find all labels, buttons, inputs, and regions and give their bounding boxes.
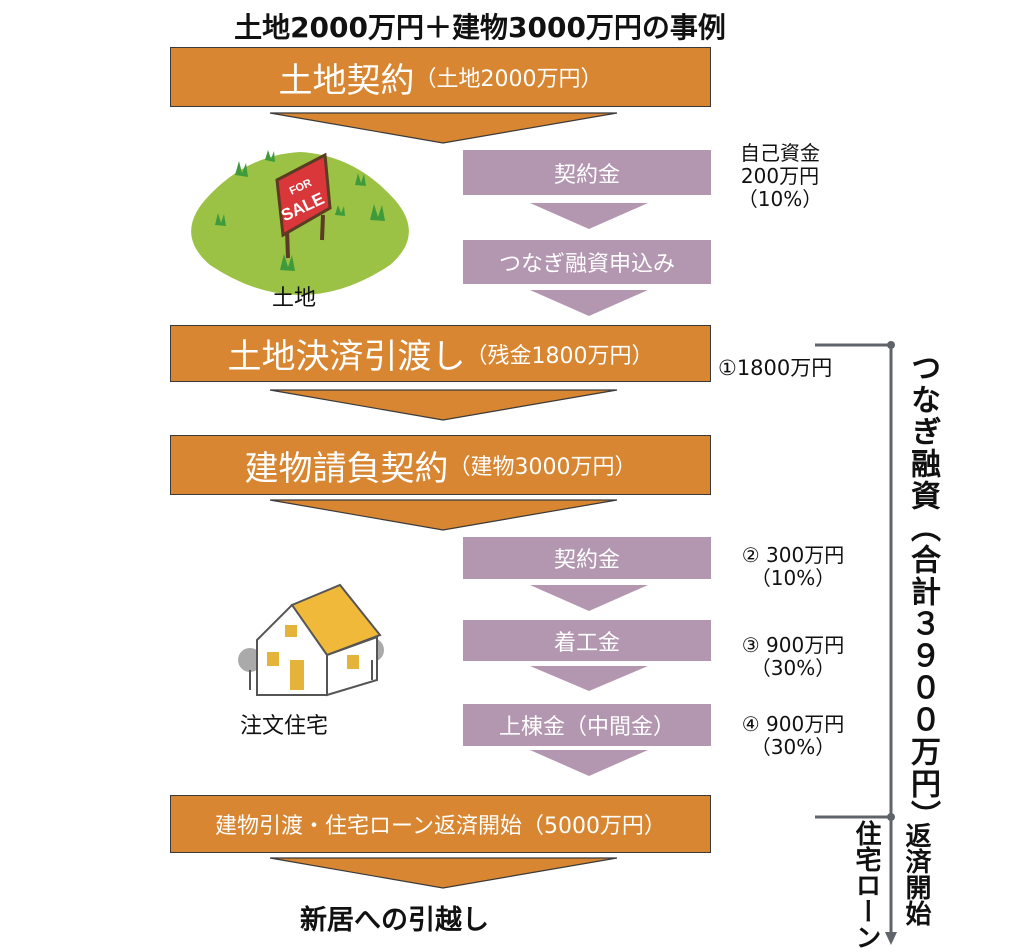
repayment-start-label: 返済開始 — [901, 822, 931, 926]
diagram-title: 土地2000万円＋建物3000万円の事例 — [234, 11, 726, 44]
step-sub: （建物3000万円） — [448, 455, 637, 480]
note-line: ④ 900万円 — [741, 712, 845, 736]
step-main: 建物引渡・住宅ローン返済開始（5000万円） — [215, 814, 666, 839]
arrow-down — [269, 112, 618, 144]
step-sub: （残金1800万円） — [465, 343, 654, 369]
note-line: （30%） — [750, 735, 836, 759]
substep-deposit: 契約金 — [463, 150, 711, 195]
note-line: 自己資金 — [740, 141, 820, 165]
for-sale-sign — [275, 152, 332, 238]
arrow-head — [885, 932, 897, 945]
step-land-contract: 土地契約（土地2000万円） — [170, 47, 711, 107]
note-payment-2: ② 300万円（10%） — [718, 544, 868, 590]
land-for-sale-illustration: FOR SALE — [191, 150, 409, 295]
note-line: 200万円 — [740, 164, 820, 188]
final-step-move-in: 新居への引越し — [300, 905, 489, 936]
note-payment-3: ③ 900万円（30%） — [718, 634, 868, 680]
land-label: 土地 — [272, 286, 317, 311]
note-line: ② 300万円 — [741, 543, 845, 567]
substep-framework: 上棟金（中間金） — [463, 704, 711, 746]
step-handover: 建物引渡・住宅ローン返済開始（5000万円） — [170, 795, 711, 853]
step-building-contract: 建物請負契約（建物3000万円） — [170, 435, 711, 495]
house-label: 注文住宅 — [240, 714, 329, 739]
step-main: 建物請負契約 — [244, 448, 449, 489]
note-line: （10%） — [737, 187, 823, 211]
house-illustration — [238, 583, 384, 697]
note-line: （10%） — [750, 566, 836, 590]
bridge-loan-label: つなぎ融資（合計３９００万円） — [905, 352, 940, 832]
step-main: 土地契約 — [278, 60, 415, 101]
arrow-down — [269, 389, 618, 421]
note-line: （30%） — [750, 656, 836, 680]
bracket-line — [815, 343, 893, 935]
arrow-down — [269, 857, 618, 889]
substep-bridge-loan-application: つなぎ融資申込み — [463, 240, 711, 284]
grass-icon — [215, 150, 385, 271]
step-main: 土地決済引渡し — [227, 337, 466, 377]
note-payment-4: ④ 900万円（30%） — [718, 713, 868, 759]
arrow-down — [530, 666, 648, 691]
step-land-settlement: 土地決済引渡し（残金1800万円） — [170, 325, 711, 382]
home-loan-label: 住宅ローン — [851, 820, 881, 950]
step-sub: （土地2000万円） — [414, 67, 603, 92]
arrow-down — [530, 290, 648, 316]
arrow-down — [530, 585, 648, 611]
note-payment-1: ①1800万円 — [718, 356, 833, 380]
arrow-down — [530, 203, 648, 229]
substep-deposit-building: 契約金 — [463, 537, 711, 579]
note-line: ③ 900万円 — [741, 633, 845, 657]
substep-construction-start: 着工金 — [463, 620, 711, 661]
arrow-down — [530, 750, 648, 776]
note-own-funds: 自己資金 200万円 （10%） — [725, 142, 835, 211]
arrow-down — [269, 499, 618, 531]
